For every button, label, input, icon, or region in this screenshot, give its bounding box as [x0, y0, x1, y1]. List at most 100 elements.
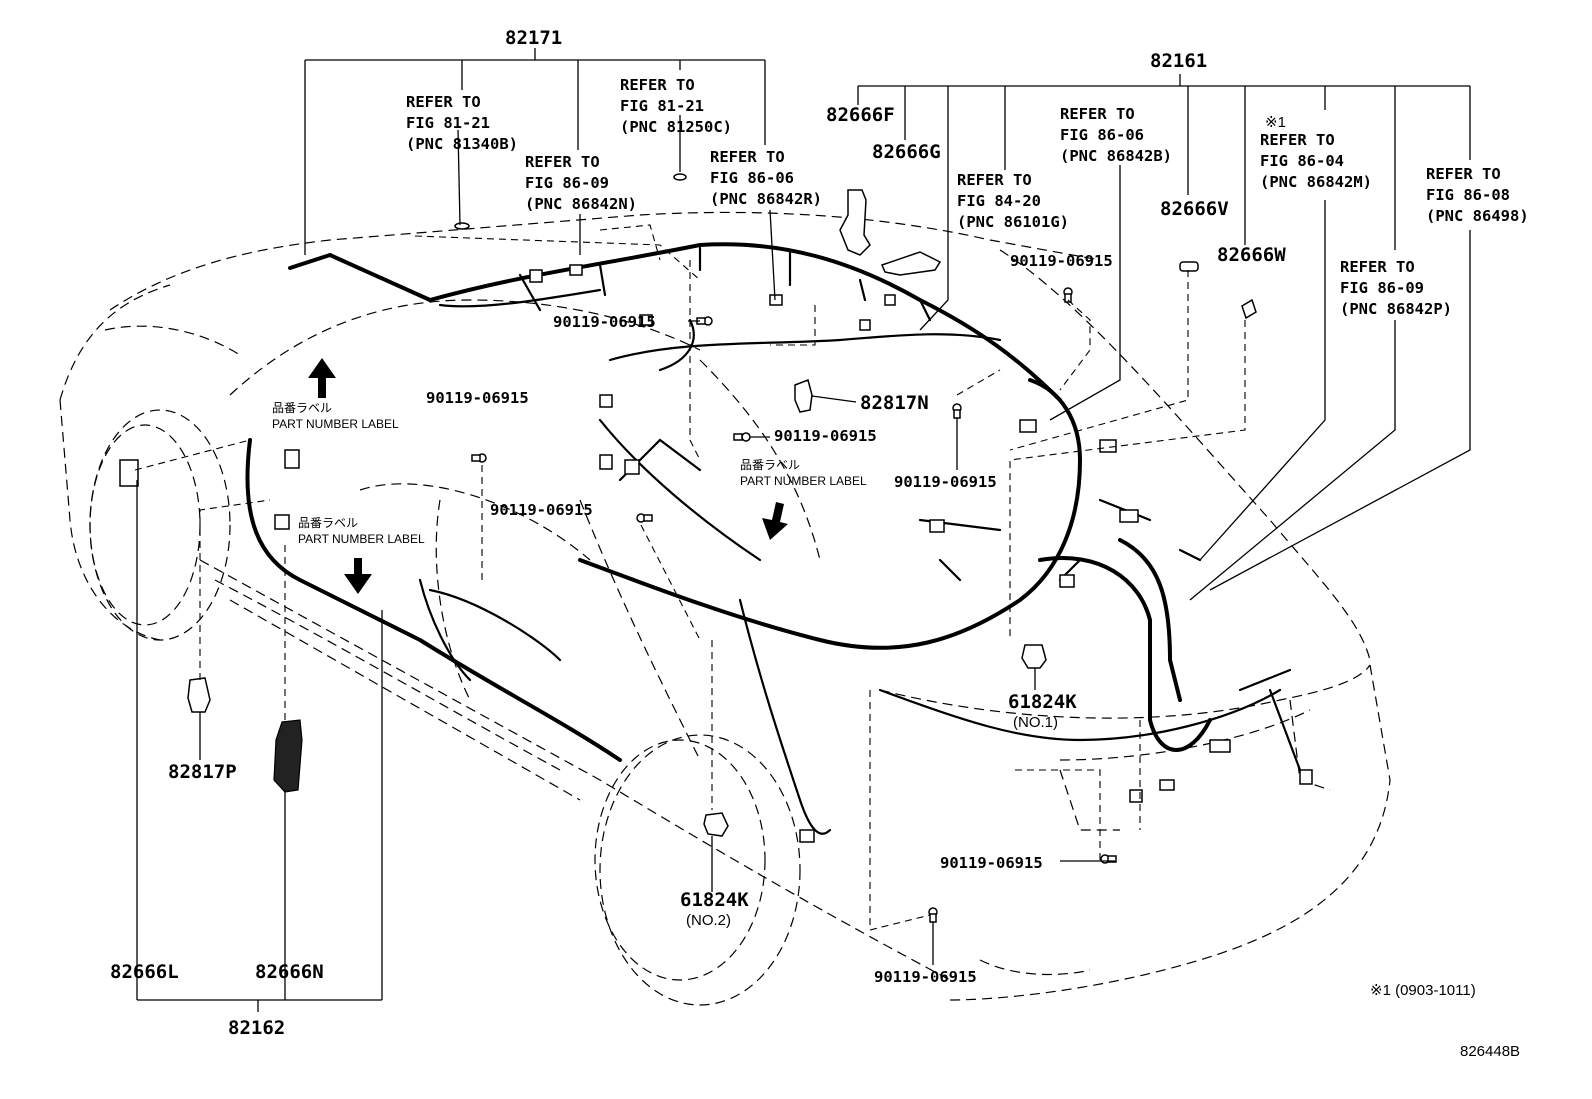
refer-note-line: (PNC 81340B) [406, 135, 518, 153]
bolt-label: 90119-06915 [553, 313, 656, 331]
refer-note-line: REFER TO [525, 153, 600, 171]
refer-note-line: (PNC 86842P) [1340, 300, 1452, 318]
part-61824K-no2-sub: (NO.2) [686, 912, 731, 929]
refer-note-86842M: ※1 REFER TO FIG 86-04 (PNC 86842M) [1260, 114, 1372, 191]
part-number-label-jp: 品番ラベル [272, 401, 332, 415]
part-number-label-en: PART NUMBER LABEL [740, 474, 867, 488]
part-82666F-label: 82666F [826, 104, 895, 126]
refer-note-line: FIG 81-21 [406, 114, 490, 132]
bolt-icon [1100, 854, 1117, 864]
group-82161-label: 82161 [1150, 50, 1207, 72]
car-body-outline [59, 211, 1391, 1006]
arrow-down-icon [344, 558, 372, 594]
part-82817P-shape [187, 677, 211, 713]
refer-note-line: REFER TO [957, 171, 1032, 189]
bolt-icon [696, 316, 713, 326]
footnote-marker: ※1 [1265, 114, 1286, 131]
refer-note-line: FIG 86-06 [1060, 126, 1144, 144]
refer-note-line: REFER TO [1340, 258, 1415, 276]
refer-note-86842R: REFER TO FIG 86-06 (PNC 86842R) [710, 148, 822, 208]
refer-note-86842P: REFER TO FIG 86-09 (PNC 86842P) [1340, 258, 1452, 318]
part-82817N-shape [794, 379, 813, 413]
part-number-label-note: 品番ラベル PART NUMBER LABEL [272, 401, 399, 431]
refer-note-line: (PNC 86842R) [710, 190, 822, 208]
bolt-label: 90119-06915 [1010, 252, 1113, 270]
bolt-icon [471, 453, 487, 463]
floor-harness [245, 378, 1302, 835]
bolt-icon [928, 907, 938, 923]
refer-note-81340B: REFER TO FIG 81-21 (PNC 81340B) [406, 93, 518, 153]
part-82666L-label: 82666L [110, 961, 179, 983]
part-82666V-shape [1179, 261, 1199, 272]
part-82666F-shape [839, 189, 871, 256]
bolt-label: 90119-06915 [490, 501, 593, 519]
part-number-label-jp: 品番ラベル [298, 516, 358, 530]
refer-note-line: REFER TO [620, 76, 695, 94]
part-61824K-no1-label: 61824K [1008, 691, 1077, 713]
bolt-label: 90119-06915 [940, 854, 1043, 872]
refer-note-line: REFER TO [1260, 131, 1335, 149]
part-number-label-note: 品番ラベル PART NUMBER LABEL [298, 516, 425, 546]
bolt-icon [636, 513, 653, 523]
refer-note-86842N: REFER TO FIG 86-09 (PNC 86842N) [525, 153, 637, 213]
arrow-up-icon [308, 358, 336, 398]
bolt-label: 90119-06915 [874, 968, 977, 986]
roof-harness [288, 242, 1062, 402]
part-82666V-label: 82666V [1160, 198, 1229, 220]
refer-note-line: (PNC 81250C) [620, 118, 732, 136]
part-82666N-shape [273, 719, 303, 793]
bolt-icon [733, 432, 751, 442]
part-82666W-label: 82666W [1217, 244, 1286, 266]
refer-note-line: FIG 86-04 [1260, 152, 1344, 170]
refer-note-line: (PNC 86842M) [1260, 173, 1372, 191]
arrow-down-icon [762, 502, 788, 540]
refer-note-line: FIG 81-21 [620, 97, 704, 115]
part-82817N-label: 82817N [860, 392, 929, 414]
bolt-icon [952, 403, 962, 419]
refer-note-line: REFER TO [710, 148, 785, 166]
refer-note-line: FIG 86-08 [1426, 186, 1510, 204]
part-82666G-shape [880, 251, 942, 276]
leader-lines [136, 48, 1471, 1012]
refer-note-86101G: REFER TO FIG 84-20 (PNC 86101G) [957, 171, 1069, 231]
refer-note-line: FIG 86-09 [1340, 279, 1424, 297]
refer-note-line: REFER TO [406, 93, 481, 111]
refer-note-line: (PNC 86842N) [525, 195, 637, 213]
connectors [119, 264, 1313, 843]
part-82817P-label: 82817P [168, 761, 237, 783]
bolts [471, 287, 1117, 923]
part-number-label-note: 品番ラベル PART NUMBER LABEL [740, 458, 867, 488]
bolt-label: 90119-06915 [894, 473, 997, 491]
figure-id: 826448B [1460, 1043, 1520, 1060]
group-82171-label: 82171 [505, 27, 562, 49]
refer-note-line: FIG 86-06 [710, 169, 794, 187]
bolt-icon [1063, 287, 1073, 303]
refer-note-line: (PNC 86498) [1426, 207, 1529, 225]
refer-note-86842B: REFER TO FIG 86-06 (PNC 86842B) [1060, 105, 1172, 165]
dashed-leaders [134, 224, 1246, 931]
refer-note-line: FIG 84-20 [957, 192, 1041, 210]
part-82666G-label: 82666G [872, 141, 941, 163]
clip-81250C-shape [673, 173, 687, 181]
part-number-label-en: PART NUMBER LABEL [298, 532, 425, 546]
clip-81340B-shape [454, 222, 470, 230]
refer-note-86498: REFER TO FIG 86-08 (PNC 86498) [1426, 165, 1529, 225]
bolt-label: 90119-06915 [426, 389, 529, 407]
part-number-label-jp: 品番ラベル [740, 458, 800, 472]
refer-note-line: (PNC 86101G) [957, 213, 1069, 231]
bolt-label: 90119-06915 [774, 427, 877, 445]
part-82666N-label: 82666N [255, 961, 324, 983]
refer-note-81250C: REFER TO FIG 81-21 (PNC 81250C) [620, 76, 732, 136]
part-61824K-no1-sub: (NO.1) [1013, 714, 1058, 731]
refer-note-line: REFER TO [1426, 165, 1501, 183]
group-82162-label: 82162 [228, 1017, 285, 1039]
refer-note-line: FIG 86-09 [525, 174, 609, 192]
part-number-label-en: PART NUMBER LABEL [272, 417, 399, 431]
refer-note-line: (PNC 86842B) [1060, 147, 1172, 165]
part-61824K-no2-label: 61824K [680, 889, 749, 911]
part-82666W-shape [1241, 298, 1257, 320]
refer-note-line: REFER TO [1060, 105, 1135, 123]
part-61824K-no1-shape [1021, 644, 1047, 669]
part-61824K-no2-shape [703, 812, 729, 837]
